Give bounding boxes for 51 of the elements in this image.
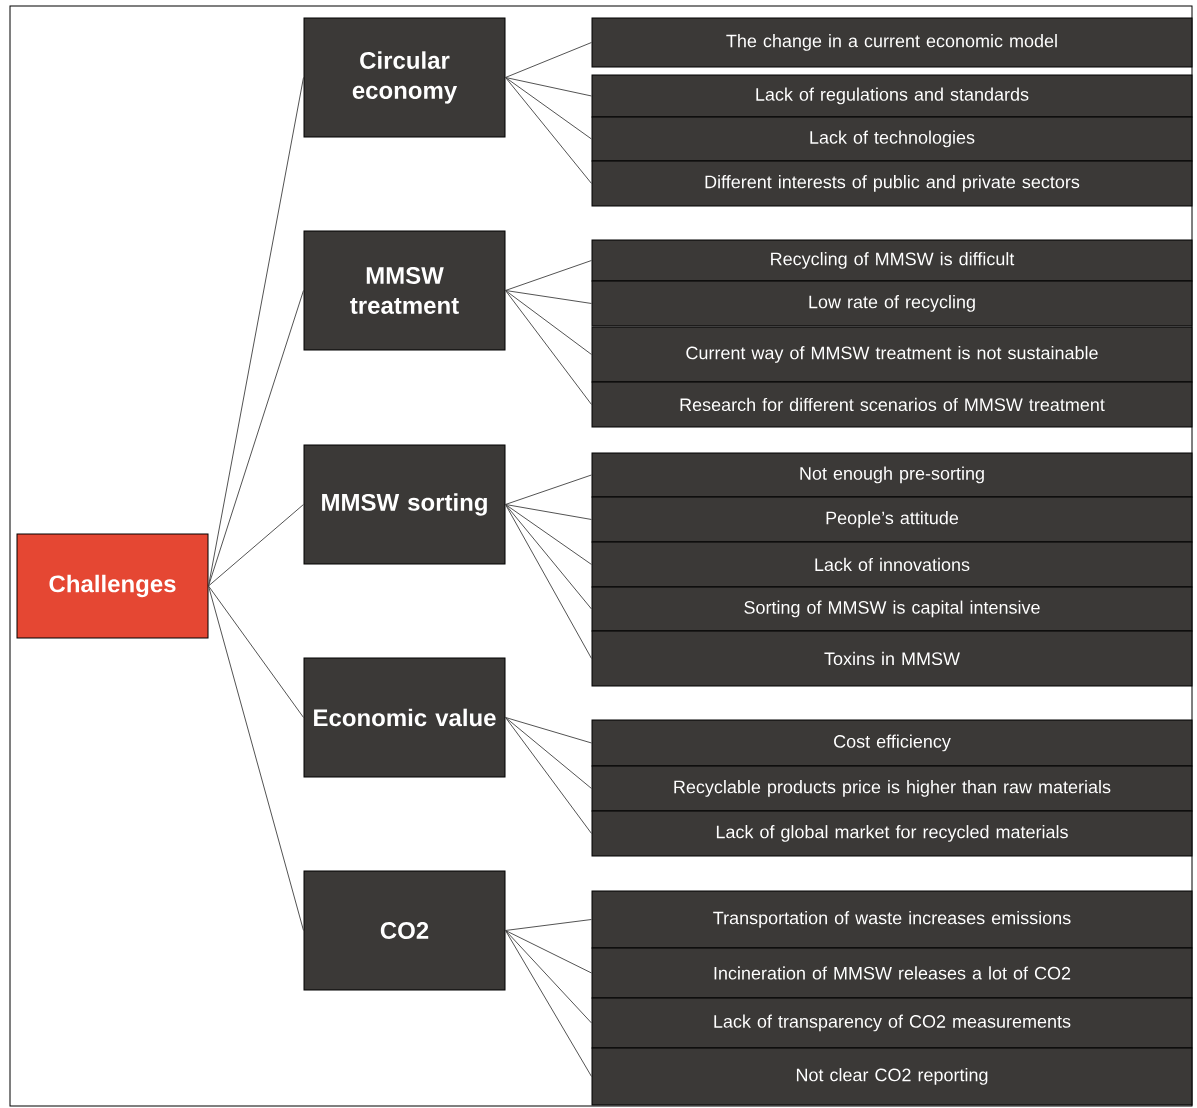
challenge-box: Current way of MMSW treatment is not sustainable <box>591 326 1193 383</box>
challenge-box: Not clear CO2 reporting <box>591 1047 1193 1106</box>
connector-line <box>505 919 592 931</box>
connector-line <box>208 290 304 587</box>
challenge-box: Low rate of recycling <box>591 280 1193 327</box>
category-box: CO2 <box>303 870 506 991</box>
challenge-box: Recycling of MMSW is difficult <box>591 239 1193 282</box>
connector-line <box>505 504 592 659</box>
challenge-box: The change in a current economic model <box>591 17 1193 68</box>
connector-line <box>505 717 592 834</box>
challenge-box: People’s attitude <box>591 496 1193 543</box>
connector-line <box>505 504 592 565</box>
connector-line <box>505 77 592 97</box>
connector-line <box>505 290 592 405</box>
connector-line <box>505 930 592 974</box>
challenge-box: Toxins in MMSW <box>591 630 1193 687</box>
connector-line <box>208 77 304 587</box>
challenge-box: Transportation of waste increases emissions <box>591 890 1193 949</box>
connector-line <box>208 504 304 587</box>
connector-line <box>208 585 304 718</box>
category-box: Circular economy <box>303 17 506 138</box>
challenge-box: Different interests of public and private sectors <box>591 160 1193 207</box>
challenge-box: Recyclable products price is higher than raw materials <box>591 765 1193 812</box>
connector-line <box>505 504 592 520</box>
connector-line <box>505 42 592 78</box>
challenge-box: Lack of global market for recycled materials <box>591 810 1193 857</box>
challenge-box: Lack of innovations <box>591 541 1193 588</box>
connector-line <box>505 260 592 291</box>
connector-line <box>505 717 592 744</box>
connector-line <box>505 290 592 304</box>
category-box: MMSW treatment <box>303 230 506 351</box>
connector-line <box>505 77 592 184</box>
connector-line <box>505 930 592 1077</box>
connector-line <box>505 290 592 355</box>
connector-line <box>505 77 592 140</box>
category-box: Economic value <box>303 657 506 778</box>
root-box: Challenges <box>16 533 209 639</box>
connector-line <box>505 930 592 1024</box>
challenge-box: Lack of transparency of CO2 measurements <box>591 997 1193 1049</box>
connector-line <box>208 585 304 931</box>
category-box: MMSW sorting <box>303 444 506 565</box>
challenge-box: Incineration of MMSW releases a lot of CO2 <box>591 947 1193 999</box>
challenge-box: Lack of regulations and standards <box>591 74 1193 118</box>
challenge-box: Sorting of MMSW is capital intensive <box>591 586 1193 632</box>
challenge-box: Not enough pre-sorting <box>591 452 1193 498</box>
connector-line <box>505 717 592 789</box>
connector-line <box>505 474 592 505</box>
challenge-box: Research for different scenarios of MMSW treatment <box>591 381 1193 428</box>
challenge-box: Cost efficiency <box>591 719 1193 767</box>
challenge-box: Lack of technologies <box>591 116 1193 162</box>
connector-line <box>505 504 592 610</box>
